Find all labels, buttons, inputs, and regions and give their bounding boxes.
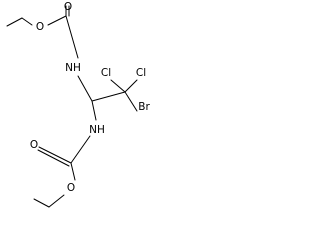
atom-label-left-chlorine: Cl (101, 67, 111, 79)
bond-c-br (124, 91, 138, 112)
bond-top-nh-ch (77, 75, 93, 102)
bond-top-carbonyl-carbon-nh (65, 15, 79, 59)
bond-bottom-carbonyl-carbon-o (70, 162, 76, 181)
bond-c-cl-left (110, 79, 126, 93)
bond-bottom-nh-carbonyl-carbon (70, 135, 91, 164)
bond-ch-cbrcl2 (91, 91, 126, 102)
bond-c-cl-right (124, 79, 138, 93)
bond-bottom-o-ethyl-ch2 (48, 194, 65, 208)
atom-label-bottom-nh: NH (89, 124, 105, 136)
atom-label-top-ester-oxygen: O (36, 21, 44, 33)
bond-bottom-carbonyl-double-2 (37, 149, 70, 167)
structure-svg: O O NH Cl Cl Br NH O O (6, 1, 150, 208)
atom-label-bottom-carbonyl-oxygen: O (30, 139, 38, 151)
atom-label-top-nh: NH (65, 62, 81, 74)
bond-top-o-carbonyl-carbon (47, 15, 67, 26)
bond-ch-bottom-nh (91, 100, 97, 121)
atom-label-right-chlorine: Cl (136, 67, 146, 79)
atom-label-bottom-ester-oxygen: O (67, 182, 75, 194)
chemical-structure-diagram: O O NH Cl Cl Br NH O O (0, 0, 174, 219)
bond-top-ethyl-ch2-o (21, 17, 33, 26)
atom-label-top-carbonyl-oxygen: O (64, 1, 72, 13)
bond-top-ethyl-ch3-ch2 (6, 17, 23, 27)
atom-label-bromine: Br (138, 101, 150, 113)
bond-bottom-carbonyl-double-1 (38, 146, 72, 164)
bond-bottom-ethyl-ch2-ch3 (33, 198, 50, 208)
